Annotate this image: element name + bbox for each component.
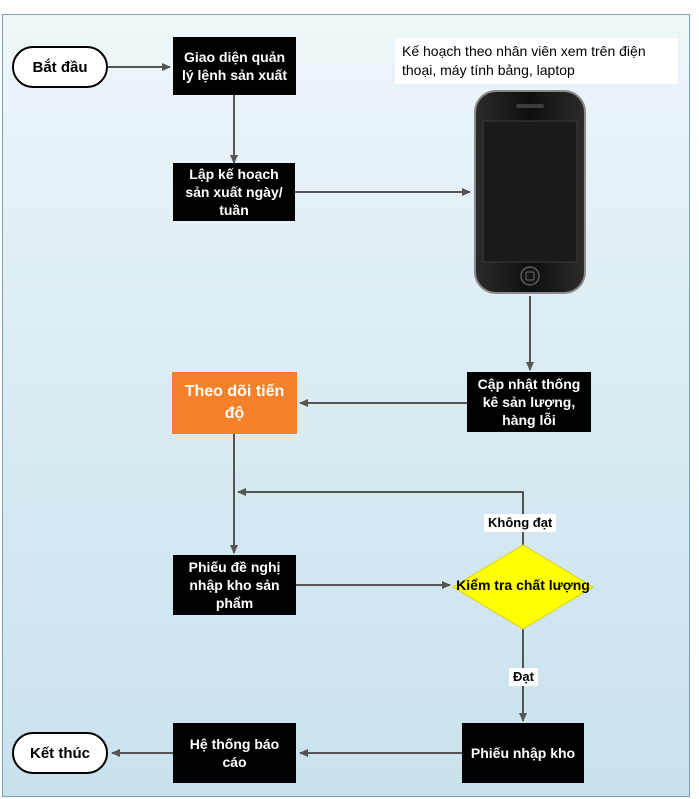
plan-step: Lập kế hoạch sản xuất ngày/ tuần bbox=[173, 163, 295, 221]
start-node: Bắt đầu bbox=[12, 46, 108, 88]
report-system-step: Hệ thống báo cáo bbox=[173, 723, 296, 783]
arrow-fail-loop bbox=[237, 488, 524, 545]
pass-label: Đạt bbox=[509, 668, 538, 686]
fail-label: Không đạt bbox=[484, 514, 557, 532]
device-note: Kế hoạch theo nhân viên xem trên điện th… bbox=[395, 38, 678, 84]
track-progress-step: Theo dõi tiến độ bbox=[172, 372, 297, 434]
update-stats-step: Cập nhật thống kê sản lượng, hàng lỗi bbox=[467, 372, 591, 432]
quality-check-diamond bbox=[452, 544, 594, 630]
end-node: Kết thúc bbox=[12, 732, 108, 774]
interface-step: Giao diện quản lý lệnh sản xuất bbox=[173, 37, 296, 95]
warehouse-request-step: Phiếu đề nghị nhập kho sản phẩm bbox=[173, 555, 296, 615]
smartphone-icon bbox=[474, 90, 586, 294]
warehouse-receipt-step: Phiếu nhập kho bbox=[462, 723, 584, 783]
quality-check-label: Kiểm tra chất lượng bbox=[456, 576, 590, 593]
